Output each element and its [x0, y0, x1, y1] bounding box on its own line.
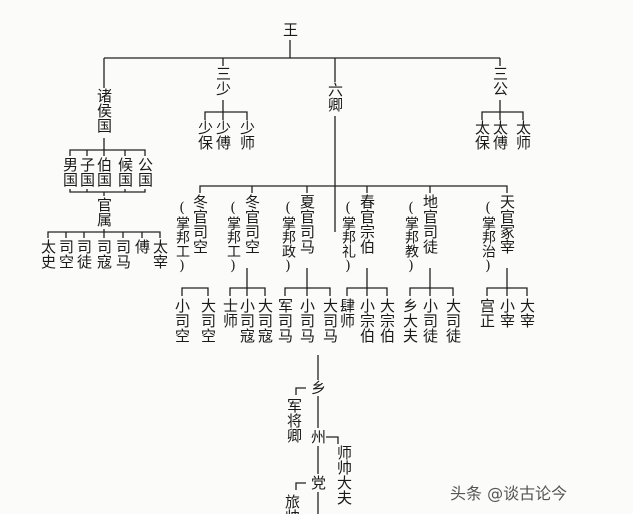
- node-state: 伯国: [95, 157, 113, 187]
- node-official: 司寇: [95, 239, 113, 269]
- node-office: 天官冢宰: [498, 194, 516, 254]
- node-king: 王: [281, 22, 299, 37]
- node-zhou: 州: [309, 429, 327, 444]
- node-subordinates: 官属: [95, 197, 113, 227]
- node-sub-office: 大宰: [518, 298, 536, 328]
- node-dang: 党: [309, 475, 327, 490]
- node-member: 太师: [514, 120, 532, 150]
- node-office: 冬官司空: [191, 194, 209, 254]
- node-sub-office: 军司马: [276, 298, 294, 343]
- node-official: 太宰: [151, 239, 169, 269]
- node-sub-office: 小宰: [498, 298, 516, 328]
- node-sub-office: 宫正: [478, 298, 496, 328]
- node-sub-office: 大司空: [199, 298, 217, 343]
- node-member: 少师: [238, 120, 256, 150]
- node-three-junior: 三少: [214, 66, 232, 96]
- node-dang-head: 旅帅: [283, 494, 301, 514]
- node-sub-office: 大宗伯: [378, 298, 396, 343]
- node-sub-office: 小司马: [298, 298, 316, 343]
- node-duty: (掌邦教): [403, 200, 419, 274]
- node-official: 傅: [133, 239, 151, 254]
- node-six-ministers: 六卿: [326, 82, 344, 112]
- node-state: 候国: [116, 157, 134, 187]
- node-member: 太傅: [491, 120, 509, 150]
- node-sub-office: 小司空: [173, 298, 191, 343]
- node-office: 冬官司空: [243, 194, 261, 254]
- node-official: 司马: [114, 239, 132, 269]
- node-duty: (掌邦治): [480, 200, 496, 274]
- node-official: 司徒: [75, 239, 93, 269]
- node-official: 司空: [57, 239, 75, 269]
- node-sub-office: 小宗伯: [358, 298, 376, 343]
- node-zhou-head: 师帅大夫: [335, 445, 353, 505]
- node-duty: (掌邦工): [174, 200, 190, 274]
- node-sub-office: 大司寇: [256, 298, 274, 343]
- node-member: 少傅: [214, 120, 232, 150]
- node-sub-office: 肆师: [338, 298, 356, 328]
- node-member: 太保: [473, 120, 491, 150]
- node-sub-office: 小司徒: [421, 298, 439, 343]
- node-vassal-states: 诸侯国: [95, 88, 113, 133]
- watermark: 头条 @谈古论今: [450, 484, 568, 503]
- node-three-dukes: 三公: [491, 66, 509, 96]
- node-duty: (掌邦政): [280, 200, 296, 274]
- node-sub-office: 乡大夫: [401, 298, 419, 343]
- node-office: 地官司徒: [421, 194, 439, 254]
- node-sub-office: 士师: [221, 298, 239, 328]
- node-duty: (掌邦礼): [340, 200, 356, 274]
- node-state: 男国: [61, 157, 79, 187]
- node-official: 太史: [39, 239, 57, 269]
- node-state: 公国: [136, 157, 154, 187]
- node-member: 少保: [196, 120, 214, 150]
- node-sub-office: 大司徒: [444, 298, 462, 343]
- node-office: 夏官司马: [298, 194, 316, 254]
- node-sub-office: 大司马: [321, 298, 339, 343]
- node-duty: (掌邦工): [225, 200, 241, 274]
- node-xiang-head: 军将卿: [285, 398, 303, 443]
- node-state: 子国: [78, 157, 96, 187]
- node-office: 春官宗伯: [358, 194, 376, 254]
- node-xiang: 乡: [309, 380, 327, 395]
- node-sub-office: 小司寇: [238, 298, 256, 343]
